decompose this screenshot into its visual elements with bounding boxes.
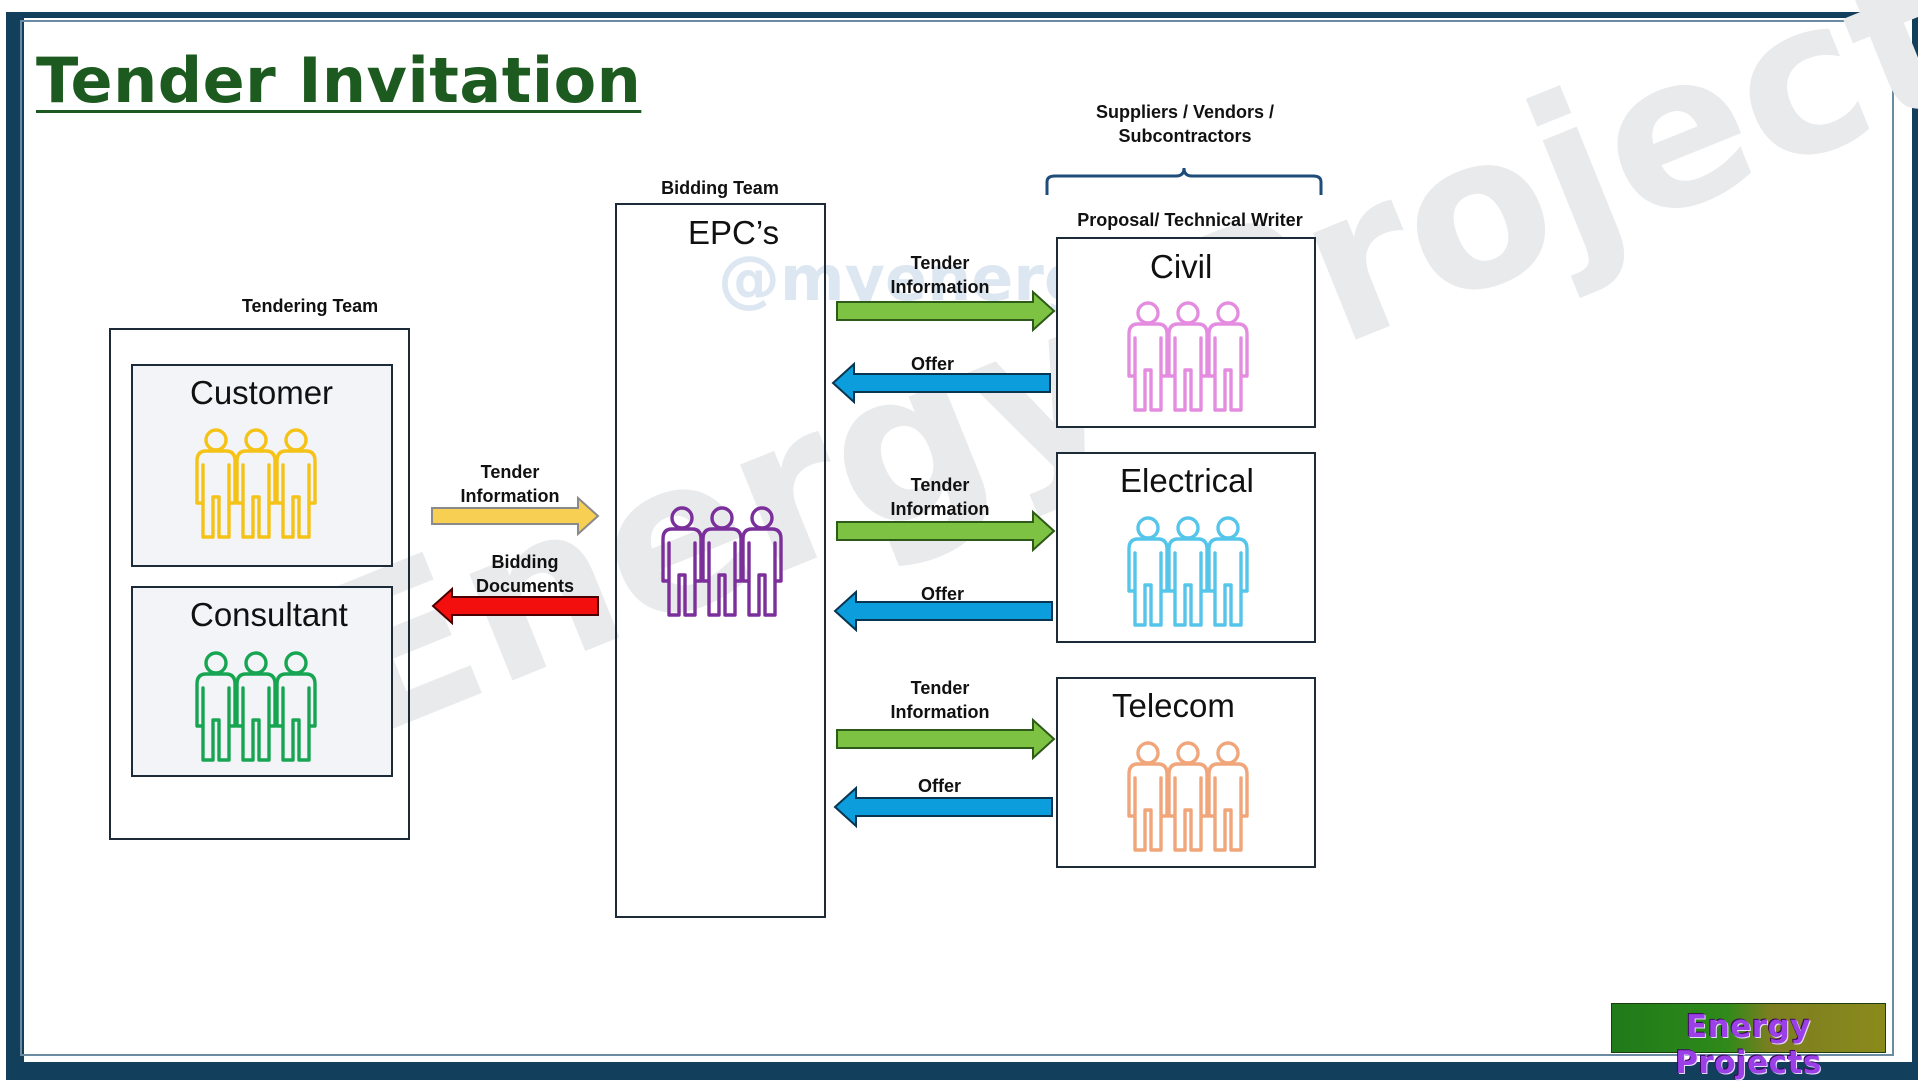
- tender-information-arrow-electrical: [836, 509, 1056, 553]
- tender-information-label-electrical: Tender Information: [890, 475, 990, 519]
- telecom-title: Telecom: [1112, 687, 1235, 724]
- civil-title: Civil: [1150, 248, 1213, 285]
- consultant-people-icon: [197, 653, 315, 760]
- bidding-documents-arrow: [431, 586, 599, 626]
- tender-information-label-telecom: Tender Information: [890, 678, 990, 722]
- consultant-box: [131, 586, 393, 777]
- tender-information-label-left: Tender Information: [460, 462, 560, 506]
- consultant-title: Consultant: [190, 596, 348, 633]
- suppliers-brace: [1045, 167, 1323, 195]
- customer-title: Customer: [190, 374, 334, 411]
- bidding-documents-label: Bidding Documents: [475, 552, 574, 596]
- offer-label-electrical: Offer: [920, 584, 964, 604]
- bidding-team-label: Bidding Team: [661, 178, 779, 198]
- tender-information-label-civil: Tender Information: [890, 253, 990, 297]
- outer-frame: [6, 12, 1918, 1080]
- tender-information-arrow-civil: [836, 289, 1056, 333]
- proposal-writer-label: Proposal/ Technical Writer: [1077, 210, 1303, 230]
- offer-arrow-telecom: [833, 785, 1053, 829]
- telecom-people-icon: [1129, 743, 1247, 850]
- tendering-team-box: [109, 328, 410, 840]
- page-title: Tender Invitation: [36, 44, 642, 117]
- civil-people-icon: [1129, 303, 1247, 410]
- energy-projects-logo: Energy Projects: [1611, 1003, 1886, 1081]
- offer-label-telecom: Offer: [917, 776, 961, 796]
- inner-frame: [20, 20, 1894, 1056]
- electrical-people-icon: [1129, 518, 1247, 625]
- logo-text: Energy Projects: [1675, 1009, 1822, 1081]
- suppliers-label: Suppliers / Vendors / Subcontractors: [1095, 102, 1275, 146]
- epc-box: [615, 203, 826, 918]
- customer-people-icon: [197, 430, 315, 537]
- tender-information-arrow-telecom: [836, 717, 1056, 761]
- customer-box: [131, 364, 393, 567]
- electrical-title: Electrical: [1120, 462, 1254, 499]
- tender-information-arrow-left: [431, 495, 600, 537]
- tendering-team-label: Tendering Team: [241, 296, 379, 316]
- epc-people-icon: [663, 508, 781, 615]
- offer-arrow-electrical: [833, 589, 1053, 633]
- offer-arrow-civil: [831, 361, 1051, 405]
- epc-title: EPC’s: [688, 214, 780, 251]
- offer-label-civil: Offer: [910, 354, 954, 374]
